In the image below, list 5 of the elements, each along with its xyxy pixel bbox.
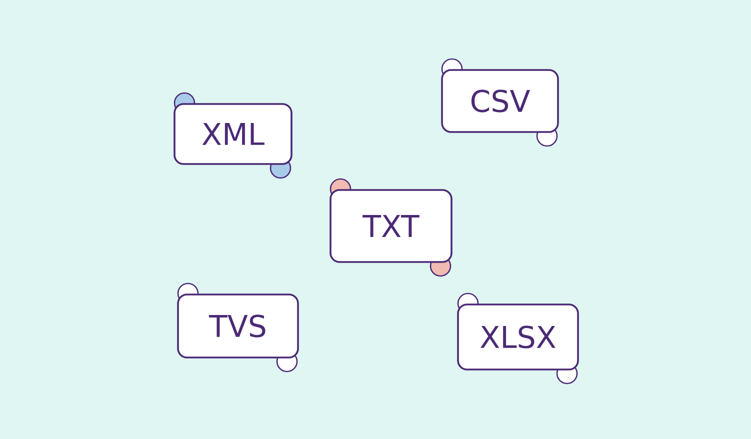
file-label-box: TVS	[177, 294, 299, 358]
file-label-box: TXT	[330, 189, 452, 263]
file-label-box: XML	[174, 103, 292, 165]
file-label-box: XLSX	[457, 304, 579, 370]
file-label-box: CSV	[441, 69, 559, 133]
